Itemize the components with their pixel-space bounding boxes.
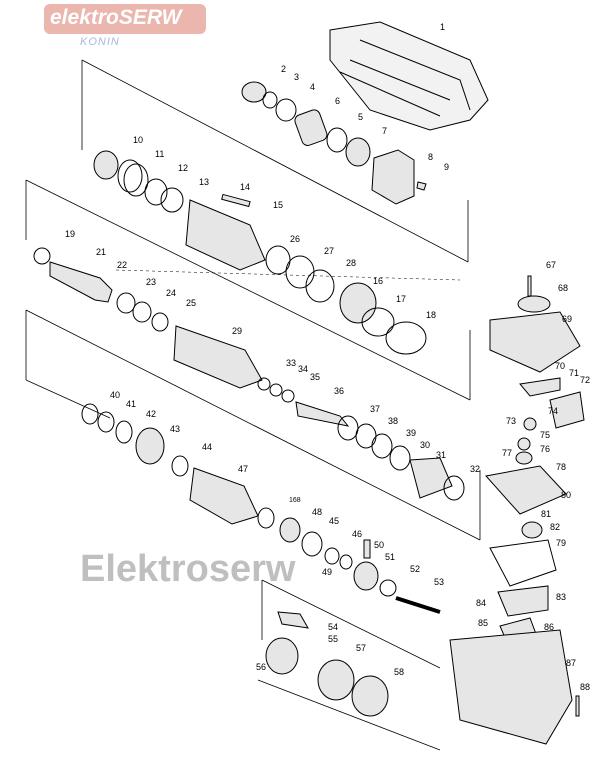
part-label-14: 14 xyxy=(240,182,250,192)
part-label-168: 168 xyxy=(289,497,301,504)
part-label-33: 33 xyxy=(286,358,296,368)
part-label-70: 70 xyxy=(555,361,565,371)
part-label-38: 38 xyxy=(388,416,398,426)
part-label-34: 34 xyxy=(298,364,308,374)
housing-part xyxy=(329,21,489,131)
part-label-72: 72 xyxy=(580,375,590,385)
part-label-17: 17 xyxy=(396,294,406,304)
part-label-53: 53 xyxy=(434,577,444,587)
part-label-77: 77 xyxy=(502,448,512,458)
part-label-26: 26 xyxy=(290,234,300,244)
part-label-49: 49 xyxy=(322,567,332,577)
part-label-3: 3 xyxy=(294,72,299,82)
part-label-86: 86 xyxy=(544,622,554,632)
part-label-57: 57 xyxy=(356,643,366,653)
part-label-55: 55 xyxy=(328,634,338,644)
part-label-87: 87 xyxy=(566,658,576,668)
part-label-85: 85 xyxy=(478,618,488,628)
part-label-50: 50 xyxy=(374,540,384,550)
part-label-39: 39 xyxy=(406,428,416,438)
part-label-29: 29 xyxy=(232,326,242,336)
brand-logo-badge xyxy=(44,4,206,34)
part-label-52: 52 xyxy=(410,564,420,574)
part-label-25: 25 xyxy=(186,298,196,308)
part-label-5: 5 xyxy=(358,112,363,122)
part-label-56: 56 xyxy=(256,662,266,672)
watermark-text: Elektroserw xyxy=(80,548,296,590)
part-label-83: 83 xyxy=(556,592,566,602)
part-label-46: 46 xyxy=(352,529,362,539)
part-label-58: 58 xyxy=(394,667,404,677)
part-label-8: 8 xyxy=(428,152,433,162)
part-label-23: 23 xyxy=(146,277,156,287)
part-label-32: 32 xyxy=(470,464,480,474)
part-label-43: 43 xyxy=(170,424,180,434)
part-label-27: 27 xyxy=(324,246,334,256)
part-label-67: 67 xyxy=(546,260,556,270)
part-label-51: 51 xyxy=(385,552,395,562)
part-label-2: 2 xyxy=(281,64,286,74)
part-label-9: 9 xyxy=(444,162,449,172)
part-label-10: 10 xyxy=(133,135,143,145)
front-chuck-parts xyxy=(241,81,427,205)
part-label-11: 11 xyxy=(155,149,164,159)
part-label-42: 42 xyxy=(146,409,156,419)
part-label-79: 79 xyxy=(556,538,566,548)
part-label-80: 80 xyxy=(561,490,571,500)
part-label-69: 69 xyxy=(562,314,572,324)
part-label-16: 16 xyxy=(373,276,383,286)
part-label-82: 82 xyxy=(550,522,560,532)
part-label-31: 31 xyxy=(436,450,446,460)
part-label-22: 22 xyxy=(117,260,127,270)
part-label-81: 81 xyxy=(541,509,551,519)
part-label-84: 84 xyxy=(476,598,486,608)
part-label-7: 7 xyxy=(382,126,387,136)
part-label-35: 35 xyxy=(310,372,320,382)
part-label-36: 36 xyxy=(334,386,344,396)
part-label-21: 21 xyxy=(96,247,106,257)
part-label-73: 73 xyxy=(506,416,516,426)
part-label-24: 24 xyxy=(166,288,176,298)
spring-clutch-parts xyxy=(93,150,266,271)
part-label-18: 18 xyxy=(426,310,436,320)
part-label-68: 68 xyxy=(558,283,568,293)
part-label-13: 13 xyxy=(199,177,209,187)
part-label-76: 76 xyxy=(540,444,550,454)
part-label-6: 6 xyxy=(335,96,340,106)
part-label-44: 44 xyxy=(202,442,212,452)
part-label-15: 15 xyxy=(273,200,283,210)
lower-row-parts xyxy=(81,403,441,717)
part-label-37: 37 xyxy=(370,404,380,414)
part-label-12: 12 xyxy=(178,163,188,173)
brand-logo-text: elektroSERW xyxy=(50,6,182,29)
spindle-parts xyxy=(33,247,263,389)
part-label-78: 78 xyxy=(556,462,566,472)
assembly-guide-lines xyxy=(25,59,481,751)
middle-ring-parts xyxy=(265,245,427,355)
part-label-45: 45 xyxy=(329,516,339,526)
part-label-75: 75 xyxy=(540,430,550,440)
piston-parts xyxy=(257,377,465,501)
brand-logo-subtext: KONIN xyxy=(80,36,120,48)
part-label-71: 71 xyxy=(569,368,579,378)
part-label-88: 88 xyxy=(580,682,590,692)
part-label-28: 28 xyxy=(346,258,356,268)
part-label-74: 74 xyxy=(548,406,558,416)
part-label-30: 30 xyxy=(420,440,430,450)
part-label-54: 54 xyxy=(328,622,338,632)
part-label-41: 41 xyxy=(126,399,136,409)
part-label-48: 48 xyxy=(312,507,322,517)
part-label-19: 19 xyxy=(65,229,75,239)
part-label-47: 47 xyxy=(238,464,248,474)
part-label-4: 4 xyxy=(310,82,315,92)
part-label-1: 1 xyxy=(440,22,445,32)
part-label-40: 40 xyxy=(110,390,120,400)
gear-housing-parts xyxy=(449,275,585,745)
